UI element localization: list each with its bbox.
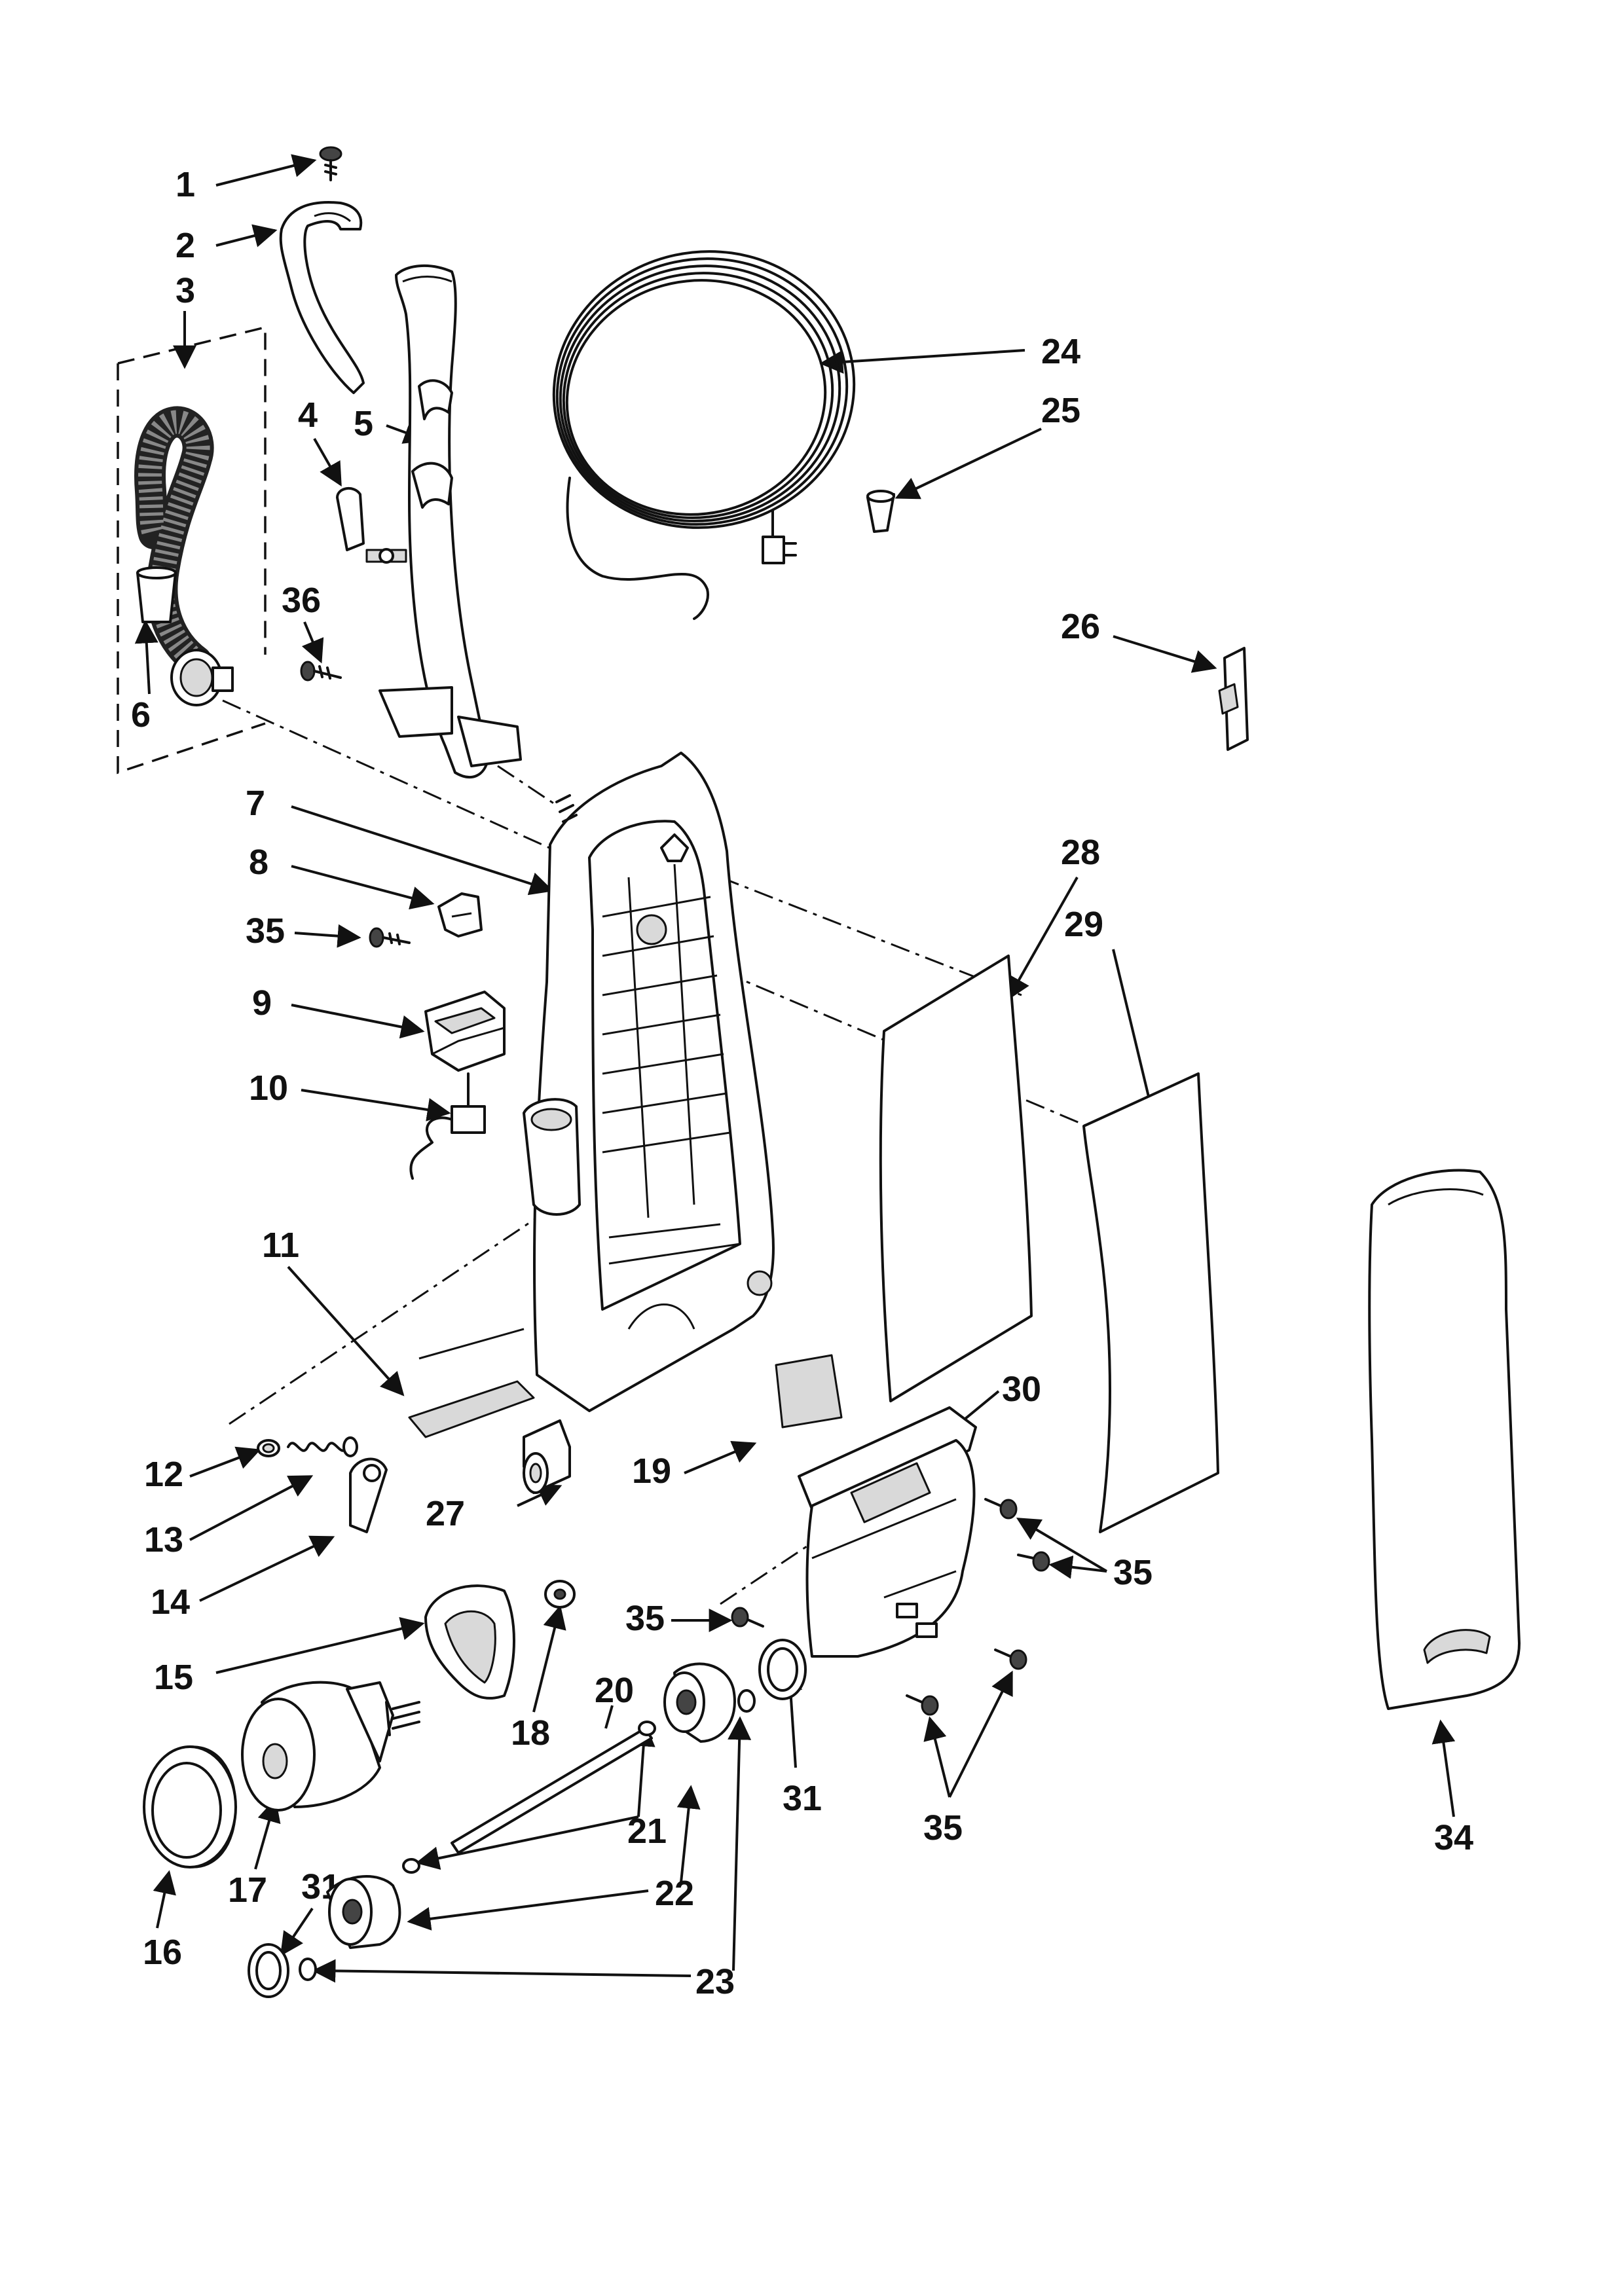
part-1-screw: [319, 146, 342, 181]
part-30-motor-housing: [798, 1406, 977, 1658]
callout-13: 13: [144, 1520, 183, 1559]
callout-19: 19: [632, 1451, 671, 1491]
part-17-motor: [241, 1681, 420, 1812]
callout-23: 23: [695, 1962, 735, 2001]
part-4-hose-clip: [336, 487, 407, 564]
callout-4: 4: [298, 395, 318, 435]
callout-35-mid: 35: [625, 1599, 665, 1638]
callout-6: 6: [131, 695, 151, 735]
part-12-cap: [257, 1439, 280, 1457]
callout-12: 12: [144, 1455, 183, 1494]
part-24-power-cord: [552, 250, 856, 620]
part-20-rod: [451, 1727, 653, 1854]
part-7-main-body: [523, 752, 775, 1412]
callout-18: 18: [511, 1713, 550, 1753]
callout-27: 27: [426, 1494, 465, 1533]
part-18-disc: [544, 1580, 576, 1609]
callout-31-right: 31: [783, 1779, 822, 1818]
part-15-motor-boot: [424, 1584, 515, 1700]
callout-labels: 1 2 3 4 5 36 6 7 8 35 9 10 11 12 13 14 1…: [131, 165, 1473, 2001]
callout-15: 15: [154, 1658, 193, 1697]
part-35-screw-left: [369, 927, 411, 948]
part-27-bushing: [523, 1419, 571, 1494]
part-22-fan: [326, 1662, 736, 1949]
part-3-hose: [134, 406, 234, 706]
part-6-cup: [136, 566, 177, 623]
callout-17: 17: [228, 1870, 267, 1910]
callout-35-bottom: 35: [923, 1808, 963, 1848]
callout-28: 28: [1061, 833, 1100, 872]
part-13-spring: [287, 1436, 358, 1457]
callout-20: 20: [595, 1671, 634, 1710]
callout-22: 22: [655, 1874, 694, 1913]
callout-26: 26: [1061, 607, 1100, 646]
callout-29: 29: [1064, 905, 1103, 944]
part-36-screw: [300, 661, 342, 682]
callout-11: 11: [262, 1226, 299, 1265]
part-8-latch: [437, 892, 483, 938]
callout-16: 16: [143, 1933, 182, 1972]
part-3-hose-box: [117, 325, 267, 774]
part-21-washers: [402, 1721, 656, 1874]
part-29-bag: [1082, 1072, 1219, 1533]
callout-24: 24: [1041, 332, 1080, 371]
part-26-button: [1218, 647, 1249, 751]
callout-25: 25: [1041, 391, 1080, 430]
callout-36: 36: [282, 581, 321, 620]
part-31-ring-left: [248, 1943, 289, 1998]
callout-35-right: 35: [1113, 1553, 1153, 1592]
callout-8: 8: [249, 843, 268, 882]
part-10-switch: [409, 1072, 486, 1180]
callout-2: 2: [175, 226, 195, 265]
callout-5: 5: [354, 404, 373, 443]
part-14-lever: [349, 1457, 388, 1533]
part-11-filter: [408, 1328, 535, 1438]
part-28-panel: [879, 955, 1033, 1402]
part-9-switch-housing: [424, 991, 506, 1072]
part-2-handle-grip: [279, 201, 365, 394]
callout-14: 14: [151, 1582, 190, 1622]
part-23-washers: [299, 1689, 756, 1981]
callout-30: 30: [1002, 1370, 1041, 1409]
callout-3: 3: [175, 271, 195, 310]
part-19-pad: [775, 1354, 843, 1429]
part-35-screws-right: [731, 1498, 1050, 1716]
callout-10: 10: [249, 1068, 288, 1108]
callout-1: 1: [175, 165, 195, 204]
callout-35-left: 35: [246, 911, 285, 951]
part-31-ring-right: [758, 1639, 807, 1700]
part-34-front-cover: [1368, 1169, 1521, 1710]
callout-7: 7: [246, 784, 265, 823]
callout-34: 34: [1434, 1818, 1473, 1857]
part-16-ring: [143, 1745, 237, 1868]
part-25-strain-relief: [866, 490, 895, 533]
part-5-upper-handle: [378, 264, 522, 779]
callout-9: 9: [252, 983, 272, 1023]
